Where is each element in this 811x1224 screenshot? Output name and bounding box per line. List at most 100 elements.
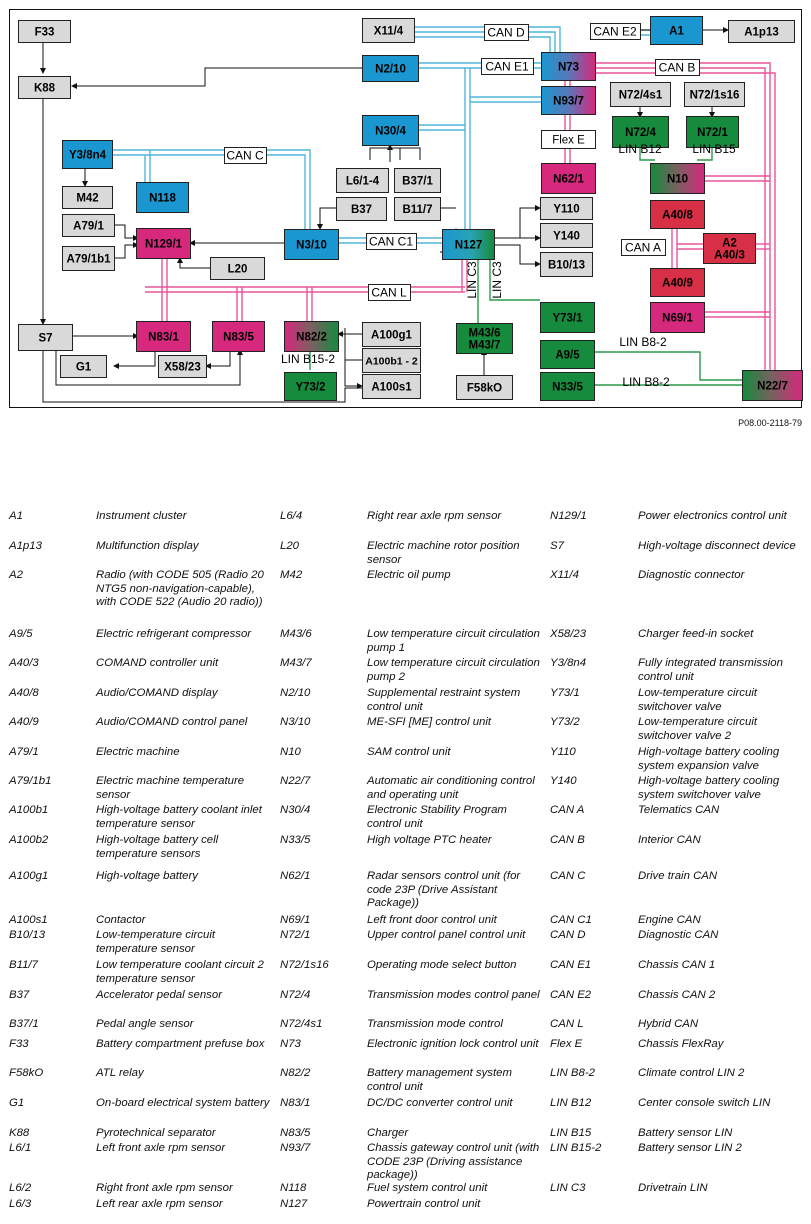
component-label: F33	[35, 27, 55, 39]
legend-code: N10	[280, 746, 301, 758]
legend-code: N82/2	[280, 1067, 311, 1079]
component-n72-1s16: N72/1s16	[684, 82, 745, 107]
legend-description: Right front axle rpm sensor	[96, 1182, 233, 1194]
component-label: A40/9	[662, 278, 693, 290]
component-label: A40/3	[714, 250, 745, 262]
legend-description: Chassis gateway control unit (with CODE …	[367, 1142, 540, 1181]
component-label: A100s1	[371, 382, 412, 394]
bus-label-lin-b8-2-a: LIN B8-2	[619, 335, 667, 349]
bus-label-lin-c3-a: LIN C3	[465, 261, 479, 299]
component-m42: M42	[62, 186, 113, 209]
legend-code: L6/4	[280, 510, 303, 522]
legend-code: A79/1	[9, 746, 39, 758]
legend-description: Battery management system control unit	[367, 1067, 512, 1093]
component-box	[541, 52, 596, 81]
legend-code: N83/5	[280, 1127, 311, 1139]
component-label: A1	[669, 26, 684, 38]
bus-label-lin-b15-2: LIN B15-2	[281, 352, 335, 366]
component-n127: N127	[442, 229, 495, 260]
component-label: N72/4s1	[619, 90, 663, 102]
legend-code: A100s1	[9, 914, 48, 926]
legend-code: A100b2	[9, 834, 49, 846]
legend-description: Electric machine rotor position sensor	[367, 540, 520, 566]
component-s7: S7	[18, 324, 73, 351]
component-box	[650, 200, 705, 229]
component-box	[541, 163, 596, 194]
component-a100g1: A100g1	[362, 322, 421, 347]
legend-description: Left rear axle rpm sensor	[96, 1198, 223, 1210]
legend-code: N93/7	[280, 1142, 311, 1154]
legend-code: N73	[280, 1038, 301, 1050]
legend-description: Electronic ignition lock control unit	[367, 1038, 539, 1050]
legend-description: Low temperature circuit circulation pump…	[367, 628, 540, 654]
legend-description: ME-SFI [ME] control unit	[367, 716, 492, 728]
component-box	[703, 233, 756, 264]
legend-code: N69/1	[280, 914, 311, 926]
legend-description: Charger feed-in socket	[638, 628, 754, 640]
component-box	[540, 197, 593, 220]
legend-code: CAN L	[550, 1018, 584, 1030]
component-label: N129/1	[145, 239, 183, 251]
bus-label-text: CAN C	[226, 149, 264, 163]
legend-description: Supplemental restraint system control un…	[367, 687, 521, 713]
component-label: M43/6	[469, 328, 501, 340]
legend-code: CAN E1	[550, 959, 592, 971]
component-label: N2/10	[375, 64, 406, 76]
component-box	[728, 20, 795, 43]
legend-code: A9/5	[9, 628, 33, 640]
legend-code: S7	[550, 540, 564, 552]
legend-code: M43/6	[280, 628, 312, 640]
legend-code: Y3/8n4	[550, 657, 587, 669]
component-label: A100b1 - 2	[365, 356, 418, 368]
component-a79-1b1: A79/1b1	[62, 246, 115, 271]
component-box	[62, 186, 113, 209]
legend-description: Interior CAN	[638, 834, 701, 846]
component-label: N30/4	[375, 126, 406, 138]
legend-code: A79/1b1	[9, 775, 52, 787]
legend-code: X58/23	[550, 628, 587, 640]
component-label: N22/7	[757, 381, 788, 393]
legend-description: Instrument cluster	[96, 510, 187, 522]
legend-code: N72/1	[280, 929, 311, 941]
legend-description: High-voltage battery cell temperature se…	[96, 834, 219, 860]
legend-description: Diagnostic CAN	[638, 929, 719, 941]
legend-code: N33/5	[280, 834, 311, 846]
legend-code: B37/1	[9, 1018, 39, 1030]
legend-code: Y73/2	[550, 716, 580, 728]
component-n118: N118	[136, 182, 189, 213]
component-label: G1	[76, 362, 92, 374]
component-label: Y3/8n4	[69, 150, 107, 162]
bus-label-text: CAN E1	[485, 60, 529, 74]
component-f58ko: F58kO	[456, 375, 513, 400]
legend-description: Electric machine temperature sensor	[96, 775, 245, 801]
component-a100s1: A100s1	[362, 374, 421, 399]
legend-description: Climate control LIN 2	[638, 1067, 745, 1079]
component-label: S7	[38, 333, 52, 345]
legend-description: Left front axle rpm sensor	[96, 1142, 226, 1154]
legend-description: Power electronics control unit	[638, 510, 787, 522]
component-box	[540, 252, 593, 277]
legend-description: Low-temperature circuit switchover valve…	[638, 716, 758, 742]
bus-label-lin-c3-b: LIN C3	[490, 261, 504, 299]
component-box	[456, 323, 513, 354]
legend-code: LIN B15	[550, 1127, 592, 1139]
component-box	[284, 321, 339, 352]
component-box	[136, 321, 191, 352]
legend-description: SAM control unit	[367, 746, 451, 758]
bus-label-text: CAN B	[659, 61, 696, 75]
legend-code: B11/7	[9, 959, 38, 971]
component-box	[336, 197, 387, 221]
component-n69-1: N69/1	[650, 302, 705, 333]
legend-description: Pedal angle sensor	[96, 1018, 194, 1030]
component-a9-5: A9/5	[540, 340, 595, 369]
component-n3-10: N3/10	[284, 229, 339, 260]
component-label: N10	[667, 174, 688, 186]
legend-description: On-board electrical system battery	[96, 1097, 270, 1109]
component-box	[650, 302, 705, 333]
legend-description: High-voltage battery cooling system expa…	[638, 746, 780, 772]
component-label: B37	[351, 204, 372, 216]
legend-code: LIN C3	[550, 1182, 586, 1194]
legend-code: A1p13	[9, 540, 42, 552]
